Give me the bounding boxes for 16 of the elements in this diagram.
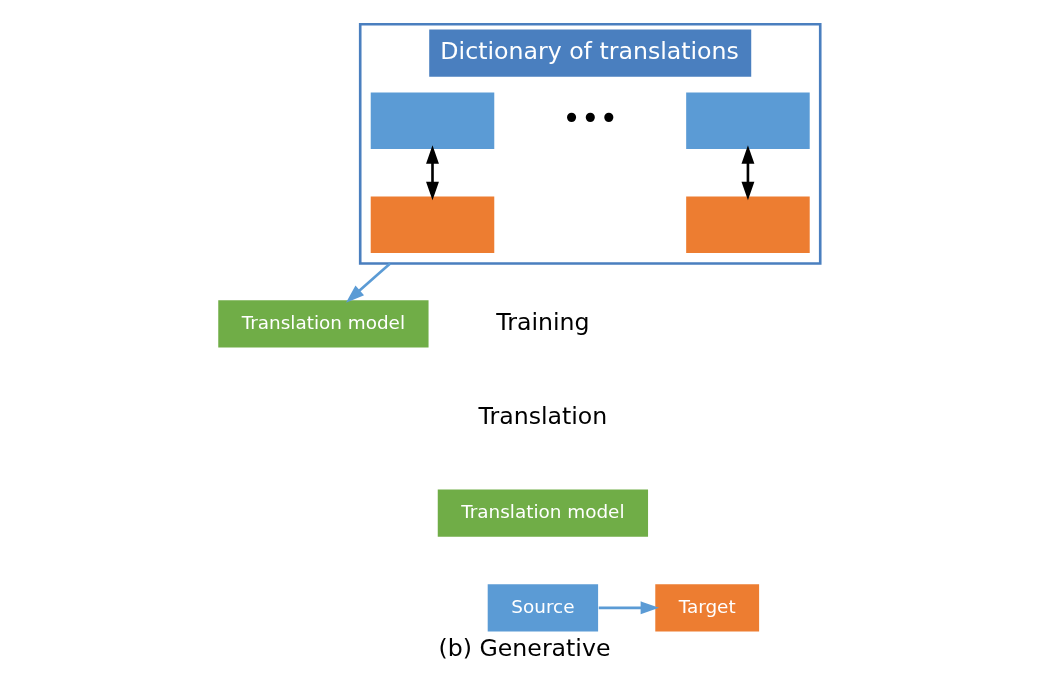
node-box bbox=[370, 92, 494, 150]
arrow bbox=[598, 601, 659, 615]
node-box bbox=[685, 92, 810, 150]
label: ••• bbox=[561, 100, 618, 136]
arrow bbox=[345, 262, 391, 303]
node-box bbox=[370, 196, 494, 253]
node-box: Translation model bbox=[437, 489, 648, 537]
caption: (b) Generative bbox=[438, 633, 610, 662]
node-box: Translation model bbox=[217, 300, 429, 348]
node-box bbox=[685, 196, 810, 253]
label: Training bbox=[495, 307, 590, 336]
node-box: Target bbox=[654, 584, 759, 632]
node-box: Source bbox=[487, 584, 598, 632]
arrow bbox=[741, 145, 754, 201]
label: Translation bbox=[477, 402, 607, 431]
arrow bbox=[425, 145, 439, 201]
